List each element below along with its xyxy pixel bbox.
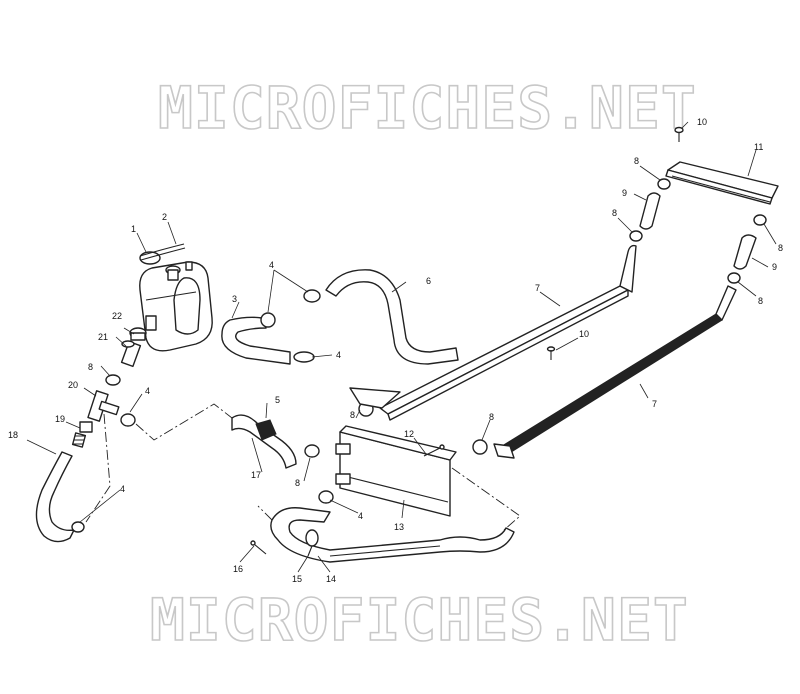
overflow-strap: [139, 243, 185, 257]
watermark-top: MICROFICHES.NET: [158, 74, 697, 142]
callout-17: 17: [251, 470, 261, 480]
watermark-bottom: MICROFICHES.NET: [150, 586, 689, 654]
callout-6: 6: [426, 276, 431, 286]
clamp-4-hose6: [303, 289, 321, 303]
callout-5: 5: [275, 395, 280, 405]
fitting-22: [129, 327, 147, 341]
callout-3: 3: [232, 294, 237, 304]
callout-12: 12: [404, 429, 414, 439]
callout-10-b: 10: [579, 329, 589, 339]
tee-fitting-20: [87, 390, 120, 422]
screw-10-middle: [546, 346, 556, 360]
clamp-4-tee: [120, 413, 136, 427]
route-tee-to-hose17: [135, 403, 233, 441]
callout-14: 14: [326, 574, 336, 584]
route-tee-down: [85, 413, 111, 523]
clamp-4-center: [318, 490, 334, 504]
manifold-11: [665, 161, 779, 205]
callout-7-a: 7: [535, 283, 540, 293]
reservoir-assembly: [139, 243, 213, 352]
clamp-15: [305, 529, 319, 557]
tube-7-lower: [493, 285, 737, 459]
callout-9-b: 9: [772, 262, 777, 272]
callout-8-g: 8: [489, 412, 494, 422]
callout-1: 1: [131, 224, 136, 234]
clamp-8-center-a: [304, 444, 320, 458]
callout-labels: 1 2 3 4 4 4 4 4 5 6 7 7 8 8 8 8 8 8 8 8 …: [8, 117, 783, 584]
callout-4-b: 4: [336, 350, 341, 360]
clamp-8-manifold-left: [657, 178, 671, 190]
spring-19: [71, 421, 93, 448]
callout-22: 22: [112, 311, 122, 321]
clamp-4-lower-left: [71, 521, 85, 533]
callout-7-b: 7: [652, 399, 657, 409]
hose-6: [325, 269, 459, 365]
callout-10-a: 10: [697, 117, 707, 127]
hose-9-right: [733, 234, 757, 270]
callout-8-d: 8: [758, 296, 763, 306]
callout-8-e: 8: [88, 362, 93, 372]
callout-16: 16: [233, 564, 243, 574]
clamp-8-left: [105, 374, 121, 386]
callout-8-f: 8: [350, 410, 355, 420]
sleeve-5: [255, 419, 277, 441]
callout-4-c: 4: [145, 386, 150, 396]
callout-4-e: 4: [358, 511, 363, 521]
clamp-8-lower-tube: [472, 439, 488, 455]
route-hose14-left: [257, 505, 273, 521]
callout-19: 19: [55, 414, 65, 424]
callout-8-a: 8: [634, 156, 639, 166]
tube-7-upper: [349, 244, 637, 421]
callout-11: 11: [754, 142, 763, 152]
callout-18: 18: [8, 430, 18, 440]
route-exchanger-to-hose14: [451, 467, 521, 531]
callout-2: 2: [162, 212, 167, 222]
hose-14: [270, 507, 515, 563]
callout-8-b: 8: [612, 208, 617, 218]
clamp-4-hose3: [260, 312, 276, 328]
hose-9-left: [639, 192, 661, 230]
callout-8-h: 8: [295, 478, 300, 488]
callout-13: 13: [394, 522, 404, 532]
clamp-8-hose9-left: [629, 230, 643, 242]
leader-lines: [26, 121, 777, 573]
callout-8-c: 8: [778, 243, 783, 253]
clamp-8-manifold-right: [753, 214, 767, 226]
screw-16: [250, 540, 267, 555]
callout-4-a: 4: [269, 260, 274, 270]
callout-9-a: 9: [622, 188, 627, 198]
hose-14-inner: [329, 545, 441, 557]
hose-18: [35, 451, 75, 543]
hose-3: [221, 316, 291, 365]
clamp-4-hose3b: [293, 351, 315, 363]
callout-20: 20: [68, 380, 78, 390]
screw-12: [423, 444, 445, 457]
clamp-8-hose9-right: [727, 272, 741, 284]
callout-15: 15: [292, 574, 302, 584]
callout-21: 21: [98, 332, 108, 342]
heat-exchanger-13: [335, 425, 457, 517]
callout-4-d: 4: [120, 484, 125, 494]
hose-17: [231, 414, 297, 469]
screw-10-top: [674, 126, 684, 142]
